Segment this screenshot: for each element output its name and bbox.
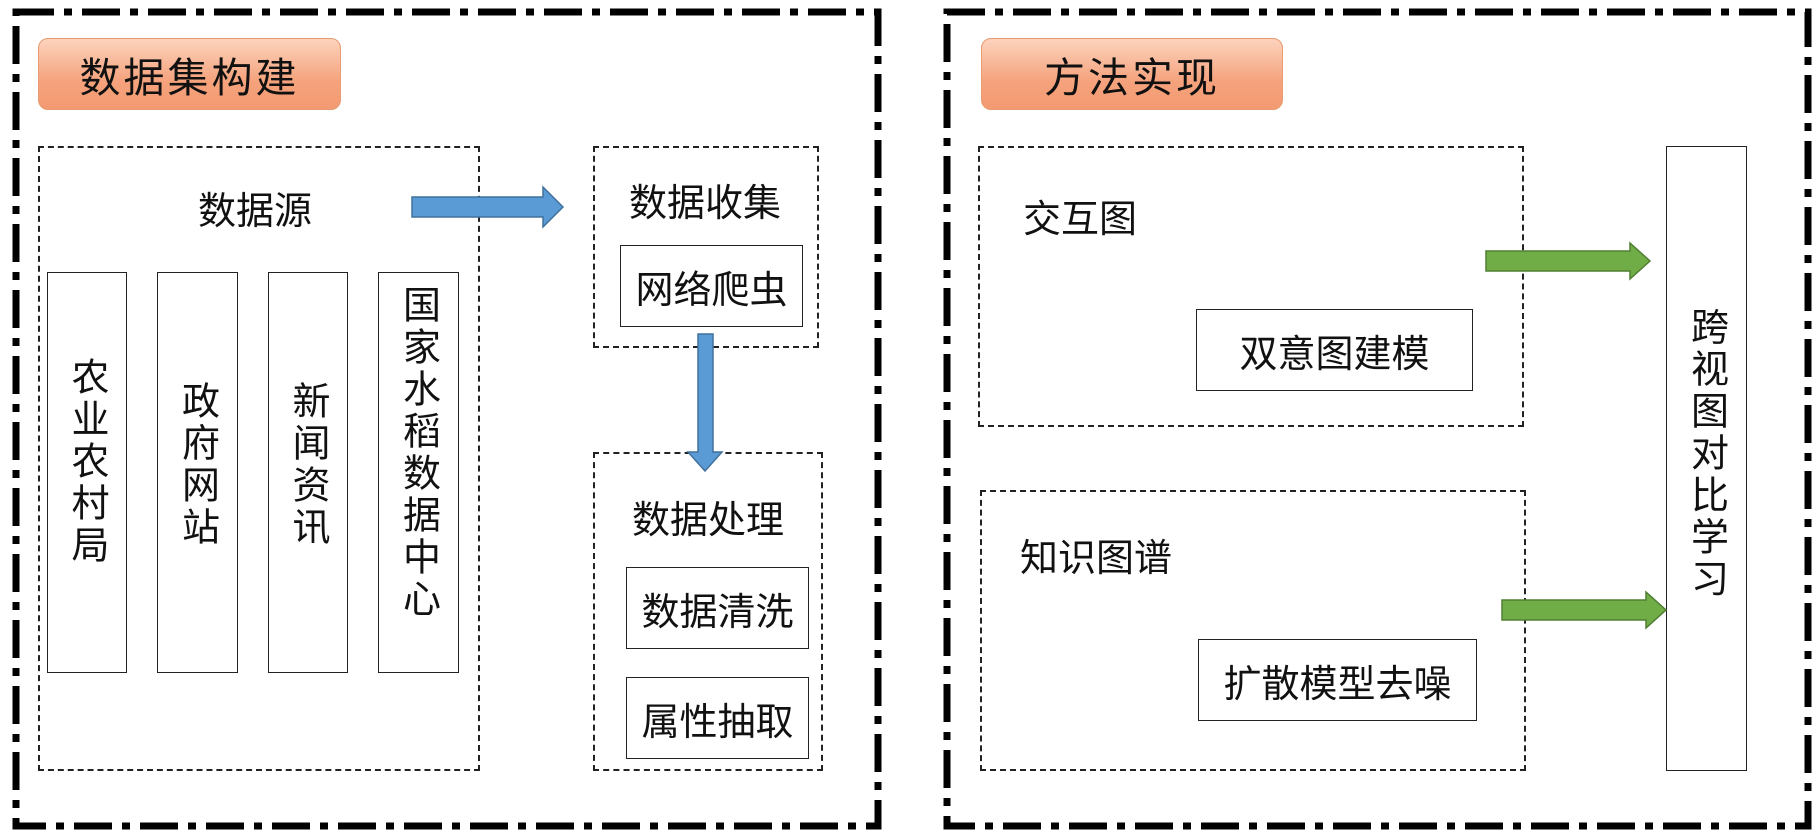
- dataset-construction-header: 数据集构建: [38, 38, 341, 110]
- attribute-extraction-label: 属性抽取: [641, 699, 794, 744]
- source-government-websites-label: 政府网站: [175, 381, 220, 549]
- method-implementation-header: 方法实现: [981, 38, 1283, 110]
- right-panel-border: [943, 8, 1812, 830]
- collection-to-processing-arrow: [686, 333, 724, 473]
- method-implementation-header-label: 方法实现: [1044, 54, 1220, 102]
- kg-to-contrastive-arrow: [1501, 590, 1668, 630]
- dual-intent-modeling-label: 双意图建模: [1239, 331, 1430, 376]
- source-news: 新闻资讯: [268, 272, 348, 673]
- source-rice-data-center-label: 国家水稻数据中心: [396, 285, 441, 621]
- interaction-graph-title: 交互图: [1023, 197, 1138, 241]
- source-government-websites: 政府网站: [157, 272, 238, 673]
- data-processing-title: 数据处理: [632, 498, 785, 542]
- source-rice-data-center: 国家水稻数据中心: [378, 272, 459, 673]
- interaction-to-contrastive-arrow: [1485, 241, 1652, 281]
- data-cleaning-label: 数据清洗: [641, 589, 794, 634]
- source-to-collection-arrow: [411, 185, 565, 229]
- data-source-group: [38, 146, 480, 771]
- dataset-construction-header-label: 数据集构建: [79, 54, 300, 102]
- data-cleaning-box: 数据清洗: [626, 567, 809, 649]
- diffusion-denoising-label: 扩散模型去噪: [1223, 661, 1452, 706]
- data-source-title: 数据源: [198, 189, 313, 233]
- data-collection-title: 数据收集: [629, 181, 782, 225]
- source-agriculture-bureau-label: 农业农村局: [65, 357, 109, 567]
- source-news-label: 新闻资讯: [286, 381, 330, 549]
- web-crawler-label: 网络爬虫: [635, 267, 788, 312]
- web-crawler-box: 网络爬虫: [620, 245, 803, 327]
- cross-view-contrastive-label: 跨视图对比学习: [1684, 307, 1729, 601]
- source-agriculture-bureau: 农业农村局: [47, 272, 127, 673]
- interaction-graph-group: [978, 146, 1524, 427]
- left-panel-border: [12, 8, 882, 830]
- dual-intent-modeling-box: 双意图建模: [1196, 309, 1473, 391]
- cross-view-contrastive-box: 跨视图对比学习: [1666, 146, 1747, 771]
- knowledge-graph-group: [980, 490, 1526, 771]
- attribute-extraction-box: 属性抽取: [626, 677, 809, 759]
- diffusion-denoising-box: 扩散模型去噪: [1198, 639, 1477, 721]
- knowledge-graph-title: 知识图谱: [1020, 536, 1173, 580]
